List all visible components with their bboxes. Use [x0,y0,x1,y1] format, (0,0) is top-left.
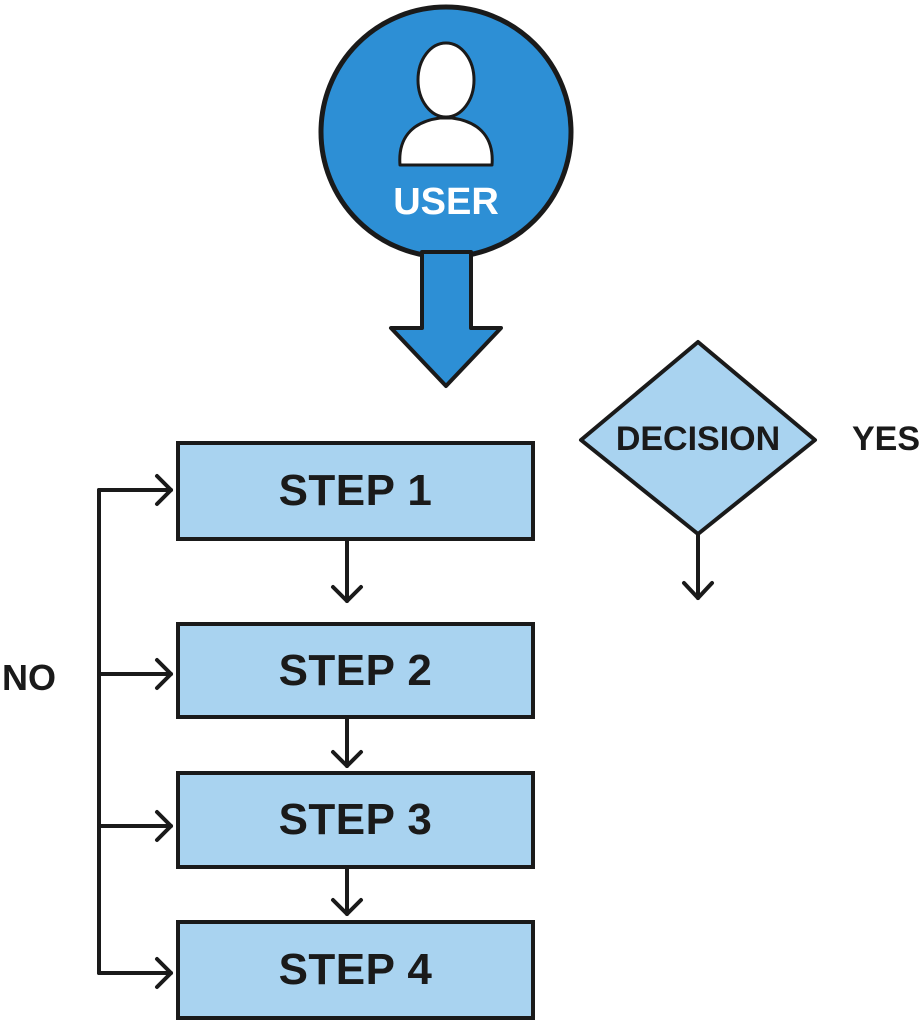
step-1-label: STEP 1 [278,466,433,515]
user-icon [398,41,494,167]
step-2-label: STEP 2 [278,645,433,695]
step-2-box: STEP 2 [176,622,535,719]
step-4-box: STEP 4 [176,920,535,1020]
decision-down-arrow [682,532,714,600]
step-4-label: STEP 4 [278,945,433,994]
step-3-label: STEP 3 [278,795,433,844]
step-3-to-step-4-arrow [331,867,363,916]
user-to-step-arrow [389,250,503,388]
no-loop-connector [97,474,173,989]
step-1-to-step-2-arrow [331,539,363,603]
step-3-box: STEP 3 [176,771,535,869]
no-label: NO [2,657,56,698]
decision-label: DECISION [615,420,781,458]
step-2-to-step-3-arrow [331,717,363,768]
yes-label: YES [852,420,921,458]
user-label: USER [393,181,499,223]
step-1-box: STEP 1 [176,441,535,541]
